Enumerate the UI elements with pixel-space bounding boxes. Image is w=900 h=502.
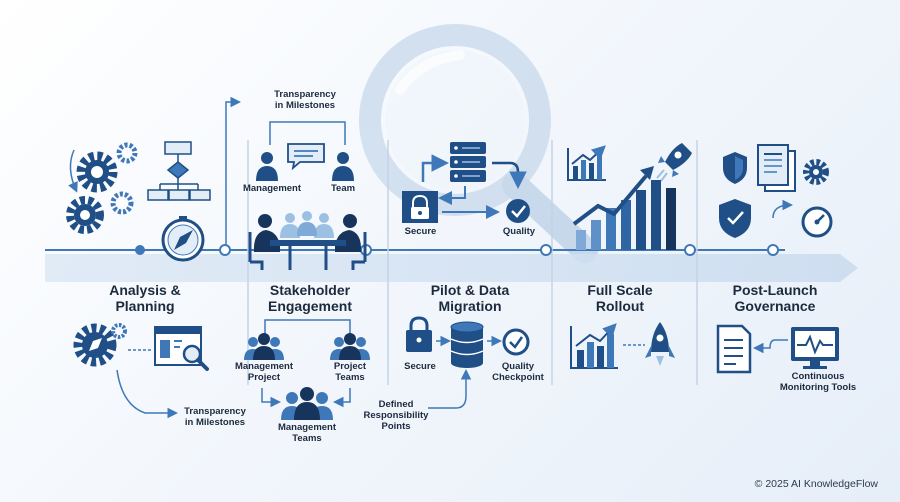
shield-check-icon <box>719 199 751 238</box>
person-icon <box>256 152 278 181</box>
database-icon <box>450 321 484 368</box>
gear-icon <box>803 159 829 185</box>
label-management: Management <box>242 183 302 194</box>
stage-separators <box>247 140 698 385</box>
growth-bar-chart-icon <box>572 166 676 250</box>
timeline-band <box>45 254 858 282</box>
label-defined-responsibility: Defined Responsibility Points <box>363 399 429 432</box>
top-label-transparency: Transparency in Milestones <box>274 89 336 111</box>
label-quality-checkpoint: Quality Checkpoint <box>492 361 544 383</box>
stage-title-pilot-data-migration: Pilot & Data Migration <box>430 282 510 315</box>
gauge-icon <box>801 206 833 238</box>
chat-bubble-icon <box>287 143 325 171</box>
gear-icon <box>73 323 117 367</box>
chart-icon <box>567 145 606 181</box>
lock-icon <box>406 316 432 352</box>
gear-icon <box>111 323 127 339</box>
document-icon <box>716 324 752 374</box>
gear-icon <box>116 142 138 164</box>
flowchart-icon <box>147 141 211 201</box>
team-icon <box>244 333 284 360</box>
browser-search-icon <box>154 326 209 371</box>
checkmark-icon <box>502 328 530 356</box>
gear-icon <box>66 196 104 234</box>
label-secure-top: Secure <box>404 226 437 237</box>
chart-icon <box>570 323 618 369</box>
stage-title-analysis-planning: Analysis & Planning <box>109 282 181 315</box>
server-icon <box>450 142 486 182</box>
stage-title-stakeholder-engagement: Stakeholder Engagement <box>267 282 352 315</box>
monitor-heartbeat-icon <box>791 327 839 369</box>
person-icon <box>332 152 354 181</box>
bottom-label-transparency: Transparency in Milestones <box>184 406 246 428</box>
gear-icon <box>110 191 134 215</box>
label-secure-bottom: Secure <box>404 361 436 372</box>
gear-icon <box>76 151 118 193</box>
checkmark-icon <box>506 199 530 223</box>
label-management-project: Management Project <box>234 361 294 383</box>
lock-icon <box>402 191 438 223</box>
rocket-icon <box>656 143 692 182</box>
stage-title-post-launch-governance: Post-Launch Governance <box>732 282 818 315</box>
label-continuous-monitoring: Continuous Monitoring Tools <box>779 371 857 393</box>
meeting-table-icon <box>248 211 367 270</box>
copyright-text: © 2025 AI KnowledgeFlow <box>754 478 878 490</box>
label-quality-top: Quality <box>502 226 536 237</box>
background-magnifier-icon <box>359 24 598 263</box>
shield-icon <box>723 152 747 184</box>
label-project-teams: Project Teams <box>333 361 367 383</box>
rocket-icon <box>645 322 675 366</box>
team-icon <box>330 333 370 360</box>
stage-title-full-scale-rollout: Full Scale Rollout <box>587 282 653 315</box>
team-icon <box>281 387 333 420</box>
label-management-teams: Management Teams <box>277 422 337 444</box>
label-team: Team <box>330 183 356 194</box>
document-icon <box>757 144 796 192</box>
compass-icon <box>161 216 205 262</box>
